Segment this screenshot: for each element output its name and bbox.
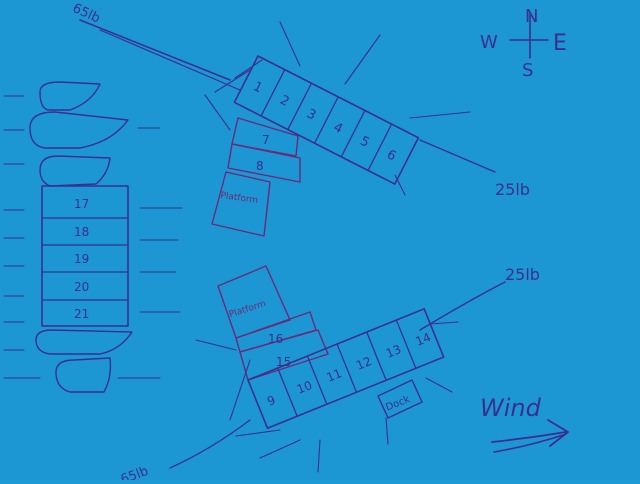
mooring-line [196, 340, 236, 350]
boat-shape [40, 156, 110, 186]
upper-dock-cell: 4 [331, 120, 345, 137]
anchor-label: 25lb [495, 180, 530, 199]
dock-box-label: Dock [384, 394, 412, 414]
mooring-line [170, 420, 250, 468]
mooring-line [280, 22, 300, 66]
boat-shape [56, 358, 110, 392]
left-pier-cell: 17 [74, 197, 89, 211]
compass-n-label: N [525, 6, 538, 27]
cell-8-label: 8 [256, 159, 264, 173]
left-pier-cell: 18 [74, 225, 89, 239]
mooring-line [80, 20, 230, 80]
lower-dock-cell: 11 [324, 366, 343, 385]
wind-label: Wind [480, 394, 542, 422]
lower-dock-divider [337, 344, 356, 392]
lower-platform-label: Platform [228, 299, 267, 320]
mooring-line [426, 378, 452, 392]
mooring-line [420, 140, 495, 172]
compass-s-label: S [522, 60, 533, 81]
lower-dock-divider [307, 356, 326, 404]
left-pier-cell: 21 [74, 307, 89, 321]
compass-w-label: W [480, 32, 498, 53]
compass-e-label: E [553, 31, 567, 56]
upper-dock-divider [288, 83, 312, 129]
lower-platform: Platform [218, 266, 290, 338]
lower-dock-divider [278, 368, 297, 416]
mooring-line [318, 440, 320, 472]
lower-dock-upper-cells: 16 15 [236, 312, 328, 380]
upper-platform: Platform [212, 172, 270, 236]
boat-shape [30, 112, 128, 148]
upper-dock-divider [341, 110, 365, 156]
cell-16-label: 16 [268, 332, 283, 346]
mooring-line [260, 440, 300, 458]
mooring-line [410, 112, 470, 118]
mooring-line [386, 418, 388, 444]
left-pier-cell: 19 [74, 252, 89, 266]
mooring-line [420, 282, 505, 330]
upper-platform-label: Platform [220, 191, 259, 206]
upper-dock-cell: 6 [384, 147, 398, 164]
lower-dock-cell: 13 [384, 342, 403, 361]
lower-dock-divider [367, 332, 386, 380]
upper-dock-cell: 3 [304, 106, 318, 123]
lower-dock: 9 10 11 12 13 14 [248, 309, 444, 428]
mooring-line [100, 30, 240, 90]
wind-indicator: Wind [480, 394, 568, 452]
upper-dock-divider [261, 70, 285, 116]
anchor-label: 25lb [505, 265, 540, 284]
boat-shape [40, 82, 100, 110]
upper-dock-cell: 2 [277, 93, 291, 110]
lower-dock-divider [396, 320, 415, 368]
compass-rose: N E S W [480, 6, 567, 81]
lower-dock-cell: 10 [295, 378, 314, 397]
upper-dock-cell: 5 [357, 134, 371, 151]
upper-dock-divider [368, 124, 392, 170]
mooring-line [205, 95, 230, 130]
mooring-line [230, 360, 250, 420]
mooring-line [236, 430, 280, 436]
mooring-line [395, 175, 405, 195]
upper-dock-cell: 1 [251, 79, 265, 96]
lower-dock-cell: 9 [265, 393, 277, 409]
lower-dock-cell: 14 [413, 330, 432, 349]
upper-platform-frame [212, 172, 270, 236]
mooring-line [345, 35, 380, 84]
boat-shape [36, 330, 132, 354]
anchor-label: 65lb [119, 464, 151, 480]
cell-7-label: 7 [262, 133, 270, 147]
left-pier-cell: 20 [74, 280, 89, 294]
left-pier: 17 18 19 20 21 [42, 186, 128, 326]
lower-dock-cell: 12 [354, 354, 373, 373]
upper-dock-divider [315, 97, 339, 143]
dock-box: Dock [378, 380, 422, 418]
left-tick-lines [4, 96, 182, 378]
